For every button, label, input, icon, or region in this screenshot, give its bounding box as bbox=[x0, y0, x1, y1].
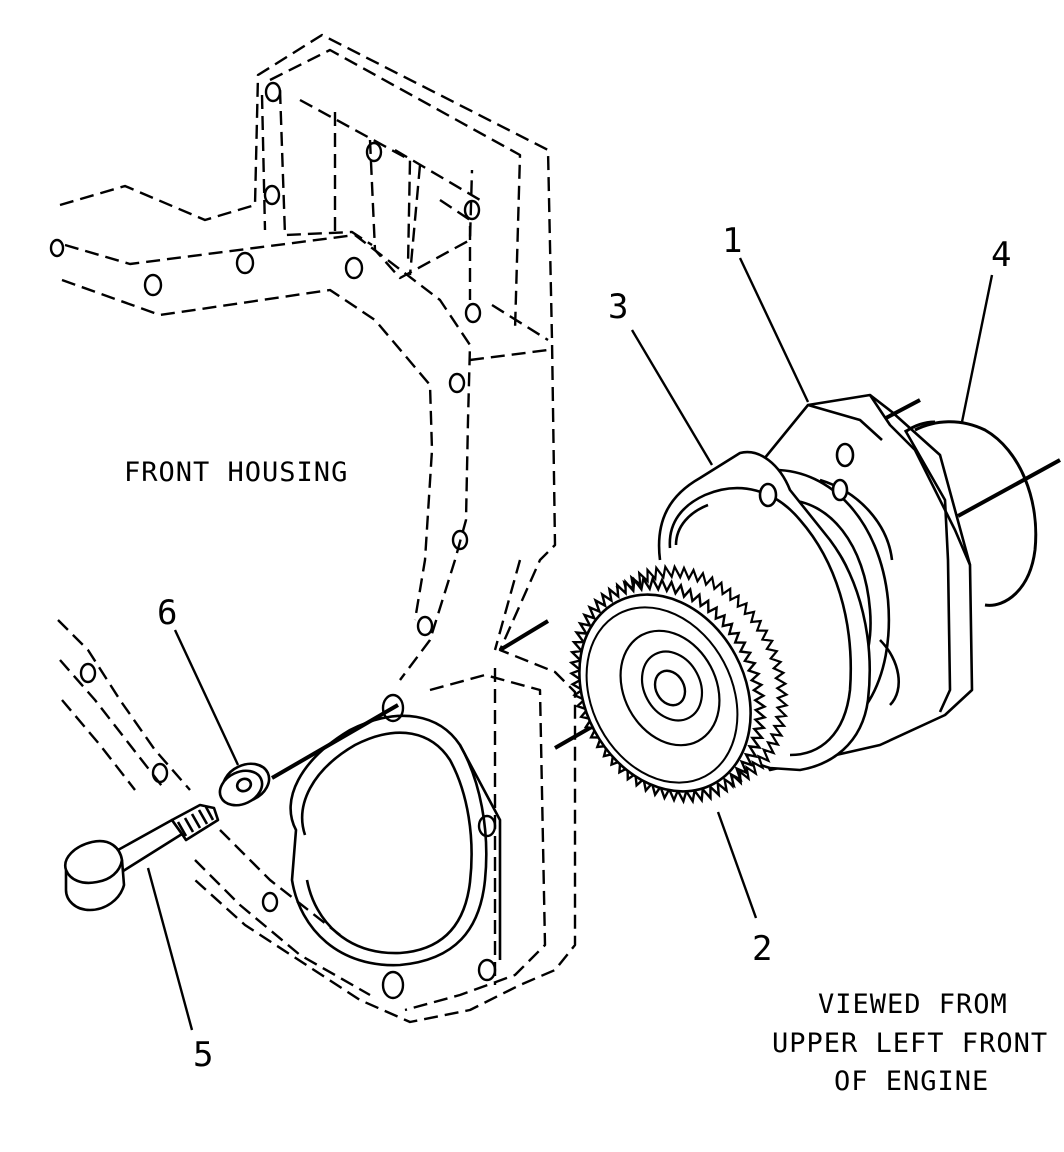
leader-lines bbox=[146, 257, 994, 1031]
part-3-gasket bbox=[657, 450, 871, 772]
view-note-line-2: UPPER LEFT FRONT bbox=[772, 1028, 1048, 1059]
callout-1: 1 bbox=[722, 221, 742, 261]
callout-3: 3 bbox=[608, 287, 628, 327]
part-6-washer bbox=[218, 762, 271, 807]
part-4-o-ring bbox=[904, 420, 1038, 607]
callout-5: 5 bbox=[193, 1035, 213, 1075]
part-5-capscrew bbox=[63, 803, 220, 912]
callout-6: 6 bbox=[157, 593, 177, 633]
front-housing-label: FRONT HOUSING bbox=[124, 457, 348, 488]
callout-4: 4 bbox=[991, 235, 1011, 275]
housing-bolt-holes bbox=[49, 81, 497, 1000]
part-2-gear bbox=[568, 563, 789, 805]
view-note-line-1: VIEWED FROM bbox=[818, 989, 1008, 1020]
front-housing bbox=[57, 33, 577, 1024]
callout-2: 2 bbox=[752, 929, 772, 969]
view-note-line-3: OF ENGINE bbox=[834, 1066, 989, 1097]
housing-cover-plate bbox=[289, 714, 502, 967]
